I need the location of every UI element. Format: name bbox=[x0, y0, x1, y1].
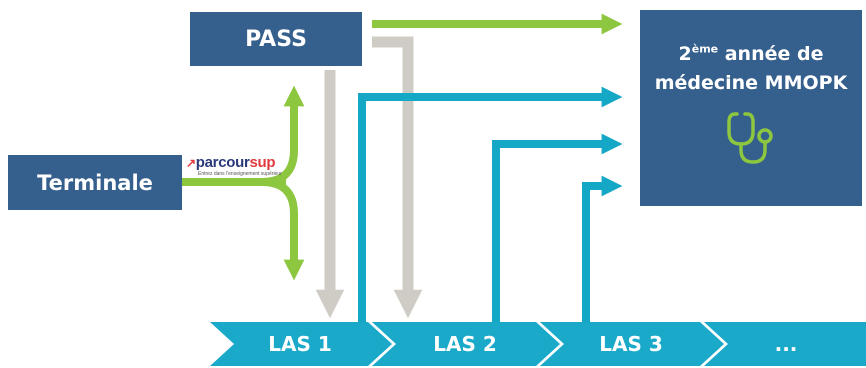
las-2-label: LAS 2 bbox=[433, 332, 497, 356]
terminale-branch-curves bbox=[261, 149, 298, 215]
las-3-label: LAS 3 bbox=[599, 332, 663, 356]
second-year-medicine-node: 2ème année de médecine MMOPK bbox=[640, 10, 862, 206]
las-3-chevron bbox=[540, 322, 724, 366]
target-title-line1: 2ème année de bbox=[679, 40, 824, 69]
las1-to-target-arrow bbox=[358, 86, 623, 322]
target-title-line2: médecine MMOPK bbox=[654, 72, 848, 94]
pass-node: PASS bbox=[190, 12, 362, 66]
terminale-label: Terminale bbox=[37, 170, 153, 195]
stethoscope-icon bbox=[727, 112, 773, 164]
target-prefix: 2 bbox=[678, 43, 692, 65]
las-chevron-band bbox=[210, 322, 866, 366]
parcoursup-logo: ↗parcoursup Entrez dans l'enseignement s… bbox=[186, 155, 312, 185]
parcoursup-brand: ↗parcoursup bbox=[186, 155, 312, 171]
las-1-label: LAS 1 bbox=[268, 332, 332, 356]
las2-to-target-arrow bbox=[492, 133, 623, 322]
las-more-label: ... bbox=[774, 332, 798, 356]
parcoursup-tagline: Entrez dans l'enseignement supérieur bbox=[198, 171, 282, 177]
las3-to-target-arrow bbox=[582, 175, 623, 322]
target-superscript: ème bbox=[691, 42, 719, 56]
parcoursup-brand-part1: parcour bbox=[195, 154, 250, 171]
parcoursup-brand-part2: sup bbox=[249, 154, 276, 171]
pass-label: PASS bbox=[245, 26, 307, 52]
pass-to-las2-arrow bbox=[372, 36, 423, 319]
las-more-chevron bbox=[704, 322, 866, 366]
las-1-chevron bbox=[210, 322, 392, 366]
terminale-node: Terminale bbox=[8, 155, 182, 210]
target-line1-rest: année de bbox=[718, 43, 824, 65]
las-2-chevron bbox=[372, 322, 560, 366]
parcoursup-arrow-icon: ↗ bbox=[186, 156, 196, 170]
